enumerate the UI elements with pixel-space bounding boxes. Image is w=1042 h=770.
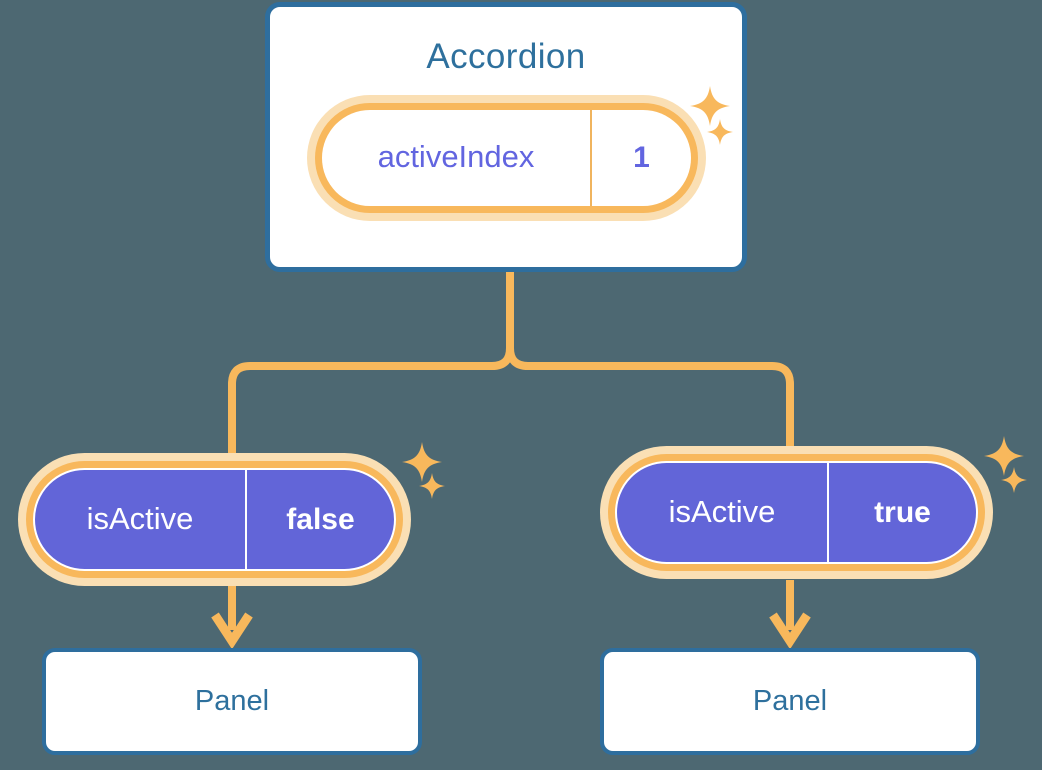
badge-body: activeIndex 1 <box>322 110 691 206</box>
badge-body: isActive true <box>615 461 978 564</box>
sparkle-icon <box>1001 467 1027 493</box>
state-badge-activeindex[interactable]: activeIndex 1 <box>307 95 706 221</box>
connector-left-branch <box>228 268 514 466</box>
connector-right-branch <box>506 268 794 459</box>
badge-value: 1 <box>590 110 691 206</box>
sparkle-icon <box>419 473 445 499</box>
sparkle-icon <box>984 436 1024 476</box>
badge-body: isActive false <box>33 468 396 571</box>
panel-title: Panel <box>752 685 828 717</box>
badge-ring: isActive true <box>608 454 985 571</box>
component-card-panel-left[interactable]: Panel <box>42 648 422 755</box>
state-badge-isactive-left[interactable]: isActive false <box>18 453 411 586</box>
sparkle-icon <box>402 442 442 482</box>
state-badge-isactive-right[interactable]: isActive true <box>600 446 993 579</box>
arrow-left <box>211 586 253 650</box>
badge-key: activeIndex <box>377 139 535 174</box>
panel-title: Panel <box>194 685 270 717</box>
page-title: Accordion <box>426 37 586 76</box>
badge-key: isActive <box>86 500 194 536</box>
badge-key: isActive <box>668 493 776 529</box>
badge-ring: activeIndex 1 <box>315 103 698 213</box>
badge-value: true <box>827 463 976 562</box>
badge-value: false <box>245 470 394 569</box>
arrow-right <box>769 580 811 650</box>
component-card-panel-right[interactable]: Panel <box>600 648 980 755</box>
badge-ring: isActive false <box>26 461 403 578</box>
